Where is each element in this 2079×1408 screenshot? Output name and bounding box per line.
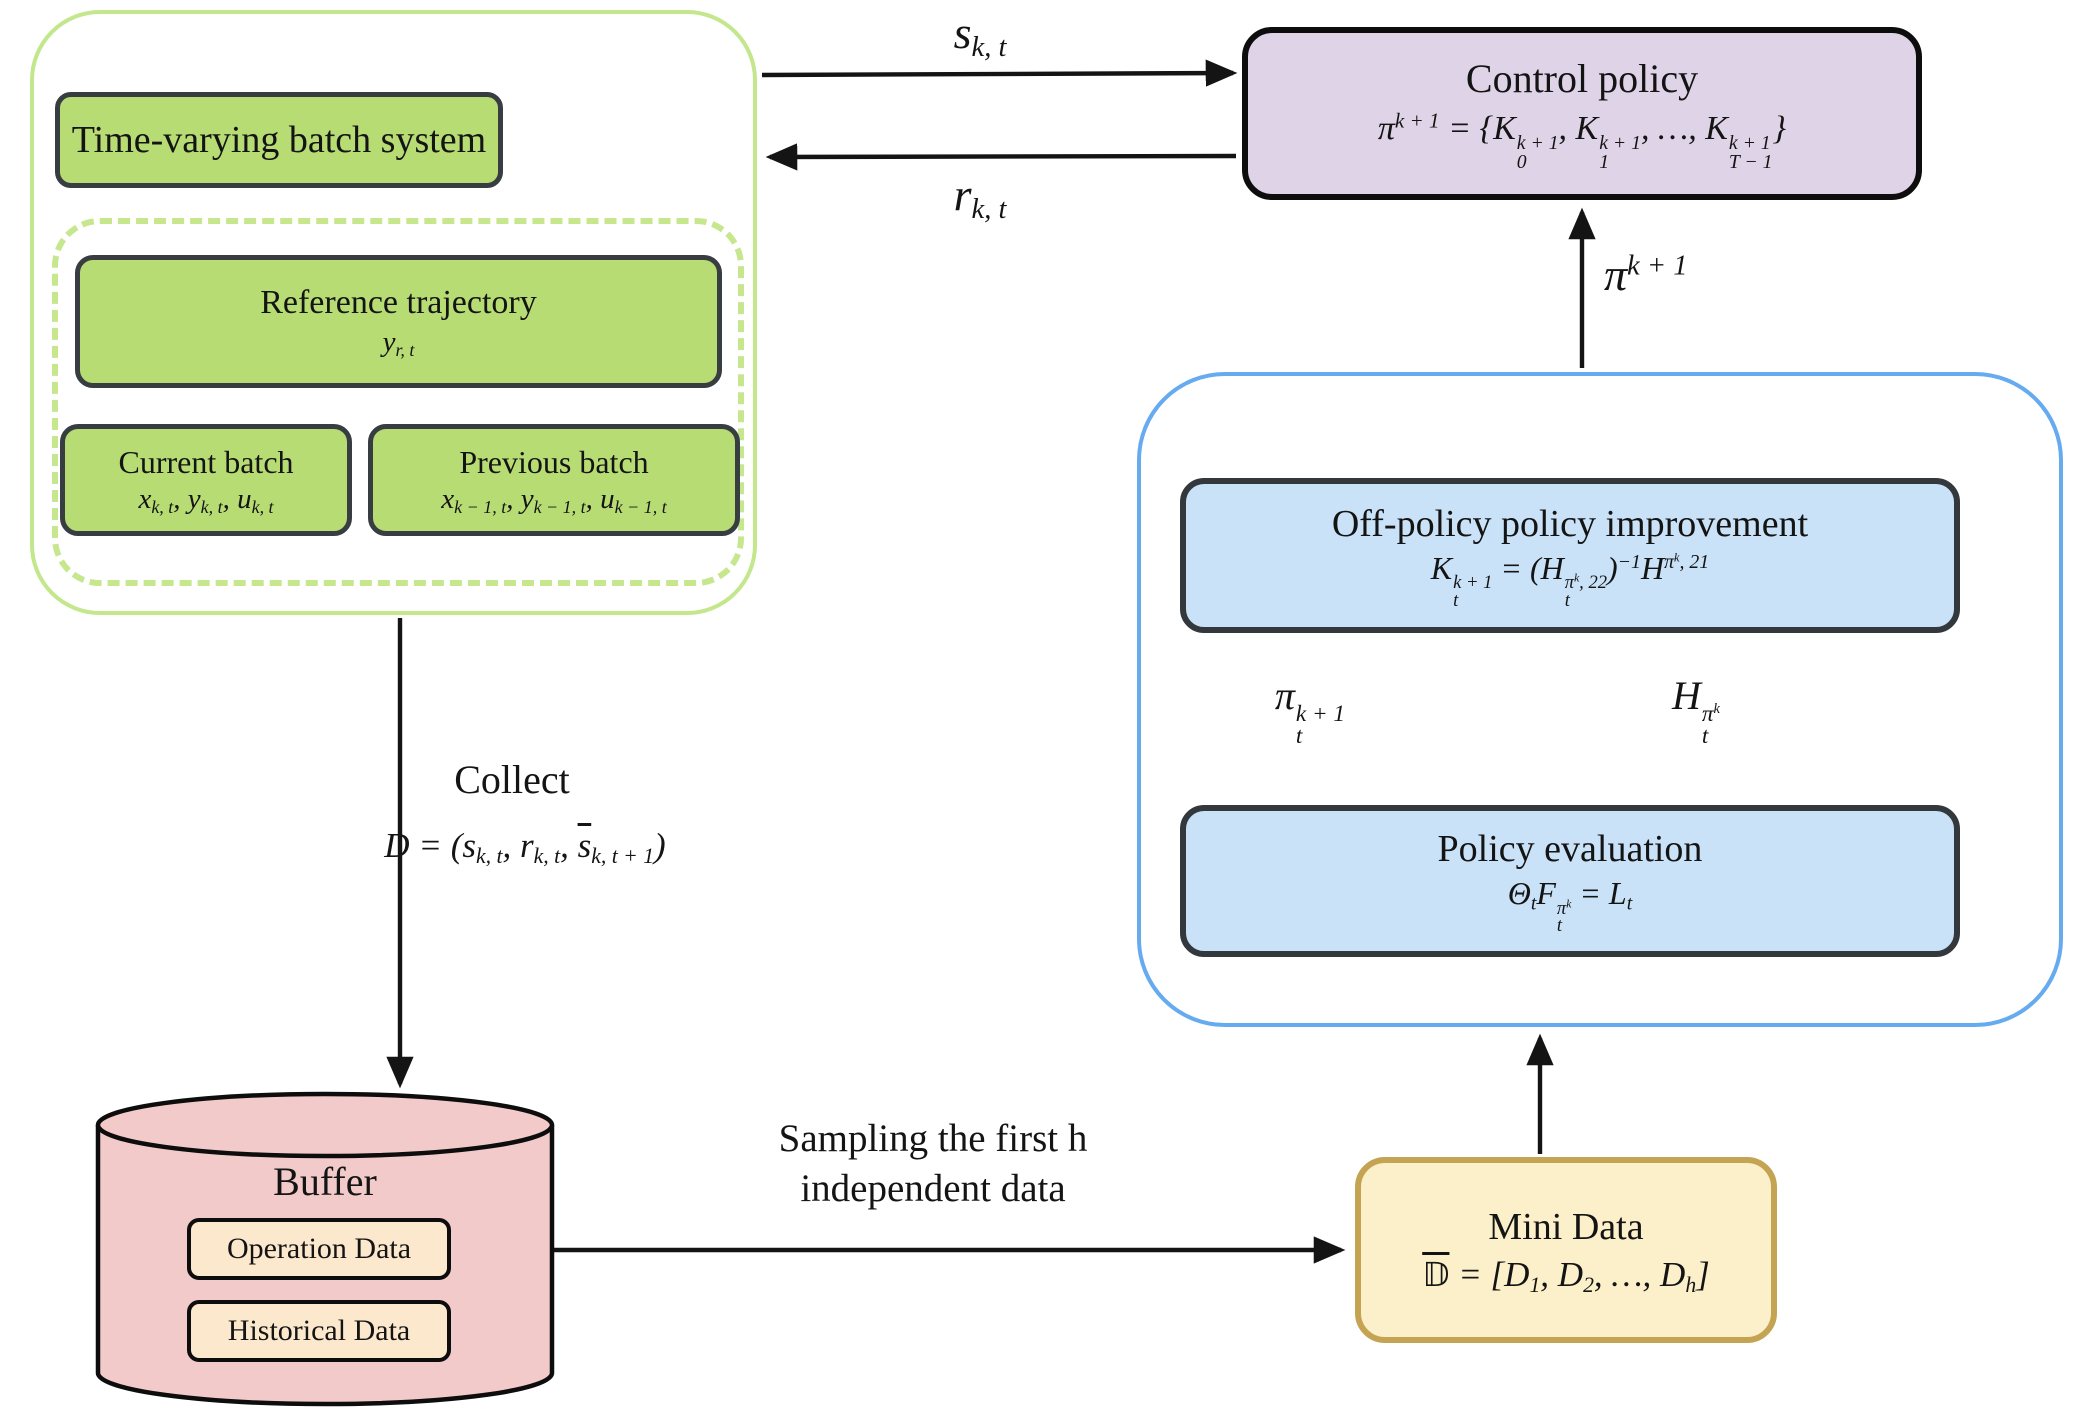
reference-trajectory-title: Reference trajectory — [260, 284, 537, 321]
operation-data-label: Operation Data — [226, 1232, 412, 1265]
historical-data-label: Historical Data — [227, 1314, 411, 1347]
policy-evaluation-title: Policy evaluation — [1437, 828, 1703, 871]
collect-label: Collect — [454, 757, 570, 802]
operation-data-box: Operation Data — [187, 1218, 451, 1280]
current-batch-title: Current batch — [118, 444, 294, 480]
policy-update-label: πk + 1 — [1604, 249, 1688, 300]
mini-data-box: Mini Data 𝔻 = [D1, D2, …, Dh] — [1355, 1157, 1777, 1343]
arrow-state-to-policy — [761, 59, 1238, 87]
batch-system-title: Time-varying batch system — [71, 119, 487, 161]
batch-system-title-box: Time-varying batch system — [55, 92, 503, 188]
previous-batch-title: Previous batch — [459, 444, 649, 480]
mini-data-title: Mini Data — [1488, 1206, 1644, 1248]
reference-trajectory-box: Reference trajectory yr, t — [75, 255, 722, 388]
state-flow-label: sk, t — [953, 7, 1007, 63]
arrow-reward-to-system — [765, 143, 1237, 171]
control-policy-title: Control policy — [1465, 56, 1699, 102]
buffer-cylinder-top — [95, 1091, 555, 1159]
reference-trajectory-formula: yr, t — [382, 326, 415, 361]
policy-improvement-title: Off-policy policy improvement — [1331, 502, 1809, 545]
mini-data-formula: 𝔻 = [D1, D2, …, Dh] — [1422, 1255, 1710, 1298]
historical-data-box: Historical Data — [187, 1300, 451, 1362]
sampling-label: Sampling the first h independent data — [733, 1114, 1133, 1214]
previous-batch-formula: xk − 1, t, yk − 1, t, uk − 1, t — [441, 483, 667, 518]
sampling-label-line1: Sampling the first h — [778, 1117, 1088, 1160]
sampling-label-line2: independent data — [800, 1166, 1066, 1210]
buffer-title: Buffer — [273, 1159, 377, 1204]
current-batch-formula: xk, t, yk, t, uk, t — [138, 483, 274, 518]
batch-system-dashed-group — [52, 218, 744, 586]
previous-batch-box: Previous batch xk − 1, t, yk − 1, t, uk … — [368, 424, 740, 536]
collect-formula-label: D = (sk, t, rk, t, sk, t + 1) — [384, 826, 666, 869]
current-batch-box: Current batch xk, t, yk, t, uk, t — [60, 424, 352, 536]
reward-flow-label: rk, t — [953, 169, 1007, 225]
